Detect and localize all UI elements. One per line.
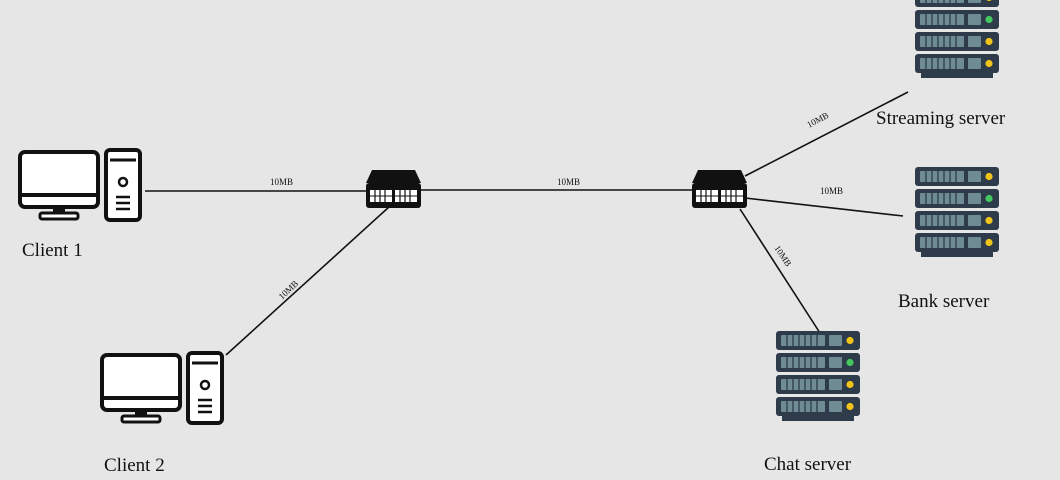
bank-server: Bank server <box>898 167 999 312</box>
client2: Client 2 <box>100 351 224 476</box>
desktop-computer-icon <box>18 148 142 222</box>
link-switch2-streaming <box>744 91 909 177</box>
link-switch2-chat <box>739 208 821 334</box>
network-switch-icon <box>365 169 422 209</box>
link-switch2-bank <box>744 197 904 217</box>
client1: Client 1 <box>18 148 142 261</box>
streaming-server: Streaming server <box>876 0 1006 129</box>
client2-label: Client 2 <box>104 455 165 476</box>
link-label-switch1-switch2: 10MB <box>557 177 580 187</box>
streaming-server-label: Streaming server <box>876 108 1006 129</box>
client1-label: Client 1 <box>22 240 83 261</box>
network-switch-icon <box>691 169 748 209</box>
link-label-switch2-streaming: 10MB <box>805 110 830 130</box>
link-client2-switch1 <box>225 206 390 356</box>
server-rack-icon <box>915 167 999 257</box>
bank-server-label: Bank server <box>898 291 990 312</box>
links <box>145 91 909 356</box>
link-label-client1-switch1: 10MB <box>270 177 293 187</box>
chat-server: Chat server <box>764 331 860 475</box>
chat-server-label: Chat server <box>764 454 852 475</box>
desktop-computer-icon <box>100 351 224 425</box>
link-label-switch2-bank: 10MB <box>820 186 843 196</box>
server-rack-icon <box>776 331 860 421</box>
server-rack-icon <box>915 0 999 78</box>
